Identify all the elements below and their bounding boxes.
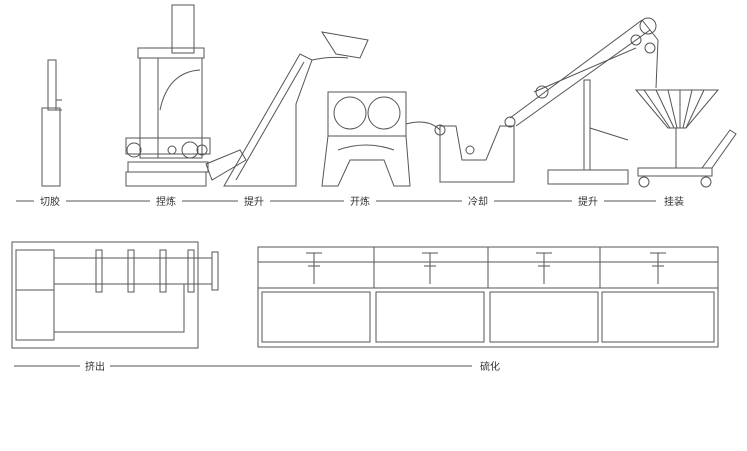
step-label-open-mill: 开炼 bbox=[350, 195, 370, 208]
hanging-rack-cart bbox=[634, 89, 737, 188]
extruder-machine bbox=[11, 241, 219, 349]
vulcanizing-clamp-2 bbox=[422, 252, 438, 284]
vulcanizing-clamp-1 bbox=[306, 252, 322, 284]
step-label-hanging: 挂装 bbox=[664, 195, 684, 208]
rubber-cutter-machine bbox=[41, 59, 62, 187]
open-mill-machine bbox=[321, 91, 411, 187]
inclined-conveyor-1 bbox=[223, 31, 369, 187]
lifting-conveyor-2 bbox=[509, 17, 659, 185]
step-label-kneading: 捏炼 bbox=[156, 195, 176, 208]
step-label-vulcanization: 硫化 bbox=[480, 360, 500, 373]
cooling-tank bbox=[405, 116, 516, 183]
step-label-lifting-2: 提升 bbox=[578, 196, 598, 208]
step-label-cooling: 冷却 bbox=[468, 195, 488, 208]
step-label-lifting-1: 提升 bbox=[244, 196, 264, 208]
kneader-machine bbox=[125, 4, 247, 187]
step-label-extrusion: 挤出 bbox=[85, 360, 105, 373]
vulcanizing-clamp-3 bbox=[536, 252, 552, 284]
vulcanizing-clamp-4 bbox=[650, 252, 666, 284]
step-label-cut-rubber: 切胶 bbox=[40, 195, 60, 208]
vulcanizing-tank bbox=[257, 246, 719, 348]
